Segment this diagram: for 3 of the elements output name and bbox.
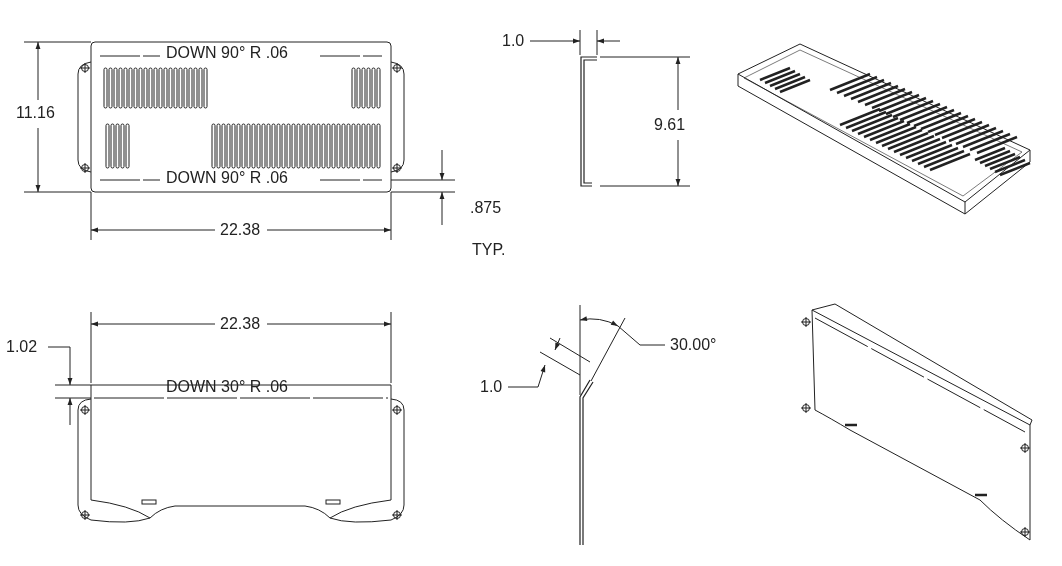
bend-note: DOWN 90° R .06 [166, 169, 288, 187]
bend-note: DOWN 30° R .06 [166, 378, 288, 396]
bend-note: DOWN 90° R .06 [166, 44, 288, 62]
